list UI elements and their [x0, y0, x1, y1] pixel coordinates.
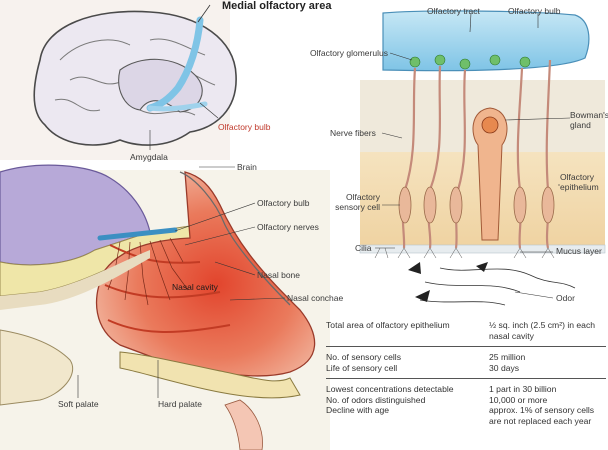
bowmans-gland-shape	[472, 107, 508, 241]
fact-value: 10,000 or more	[489, 394, 548, 405]
fact-value: ½ sq. inch (2.5 cm²) in each nasal cavit…	[489, 320, 596, 341]
olfactory-glomerulus-label: Olfactory glomerulus	[310, 48, 388, 58]
nasal-bone-label: Nasal bone	[257, 270, 301, 280]
fact-label: No. of odors distinguished	[326, 394, 426, 405]
head-bulb-label: Olfactory bulb	[257, 198, 310, 208]
head-section-drawing	[0, 164, 330, 450]
fact-label: Total area of olfactory epithelium	[326, 320, 450, 330]
fact-label: Decline with age	[326, 405, 390, 415]
brain-label: Brain	[237, 162, 257, 172]
table-row: Decline with age approx. 1% of sensory c…	[326, 405, 606, 426]
table-row: Total area of olfactory epithelium ½ sq.…	[326, 320, 606, 341]
table-row: No. of sensory cells 25 million	[326, 352, 606, 363]
fact-value: 25 million	[489, 352, 526, 362]
fact-label: Lowest concentrations detectable	[326, 384, 454, 394]
detail-bulb-label: Olfactory bulb	[508, 6, 561, 16]
fact-label: No. of sensory cells	[326, 352, 401, 362]
fact-label: Life of sensory cell	[326, 362, 398, 373]
table-row: No. of odors distinguished 10,000 or mor…	[326, 395, 606, 406]
hard-palate-label: Hard palate	[158, 399, 202, 409]
olfactory-sensory-cell-label: Olfactory sensory cell	[335, 192, 380, 212]
table-row: Lowest concentrations detectable 1 part …	[326, 384, 606, 395]
table-divider	[326, 346, 606, 347]
nasal-cavity-shape	[95, 171, 316, 377]
olfactory-tract-label: Olfactory tract	[427, 6, 480, 16]
soft-palate-label: Soft palate	[58, 399, 99, 409]
olfaction-facts-table: Total area of olfactory epithelium ½ sq.…	[326, 320, 606, 426]
nerve-fibers-label: Nerve fibers	[330, 128, 376, 138]
detail-olfactory-bulb	[382, 10, 590, 72]
olfactory-epithelium-label: Olfactory epithelium	[560, 172, 599, 192]
brain-inset-bulb-label: Olfactory bulb	[218, 122, 271, 132]
mucus-layer	[359, 244, 606, 254]
nasal-conchae-label: Nasal conchae	[287, 293, 344, 303]
fact-value: approx. 1% of sensory cells are not repl…	[489, 405, 595, 426]
bowmans-gland-label: Bowman's gland	[570, 110, 608, 130]
brain-inset-drawing	[0, 0, 237, 160]
table-row: Life of sensory cell 30 days	[326, 363, 606, 374]
nasal-cavity-label: Nasal cavity	[172, 282, 218, 292]
table-divider	[326, 378, 606, 379]
odor-label: Odor	[556, 293, 575, 303]
mucus-layer-label: Mucus layer	[556, 246, 602, 256]
fact-value: 1 part in 30 billion	[489, 384, 557, 394]
head-olfactory-bulb	[97, 227, 178, 241]
epithelium-detail-drawing	[359, 10, 606, 306]
amygdala-label: Amygdala	[130, 152, 168, 162]
odor-arrow	[415, 290, 430, 302]
fact-value: 30 days	[489, 362, 520, 373]
medial-olfactory-pathway	[146, 16, 204, 112]
cilia-label: Cilia	[355, 243, 372, 253]
olfactory-nerves-label: Olfactory nerves	[257, 222, 319, 232]
brain-inset-title: Medial olfactory area	[222, 0, 332, 12]
